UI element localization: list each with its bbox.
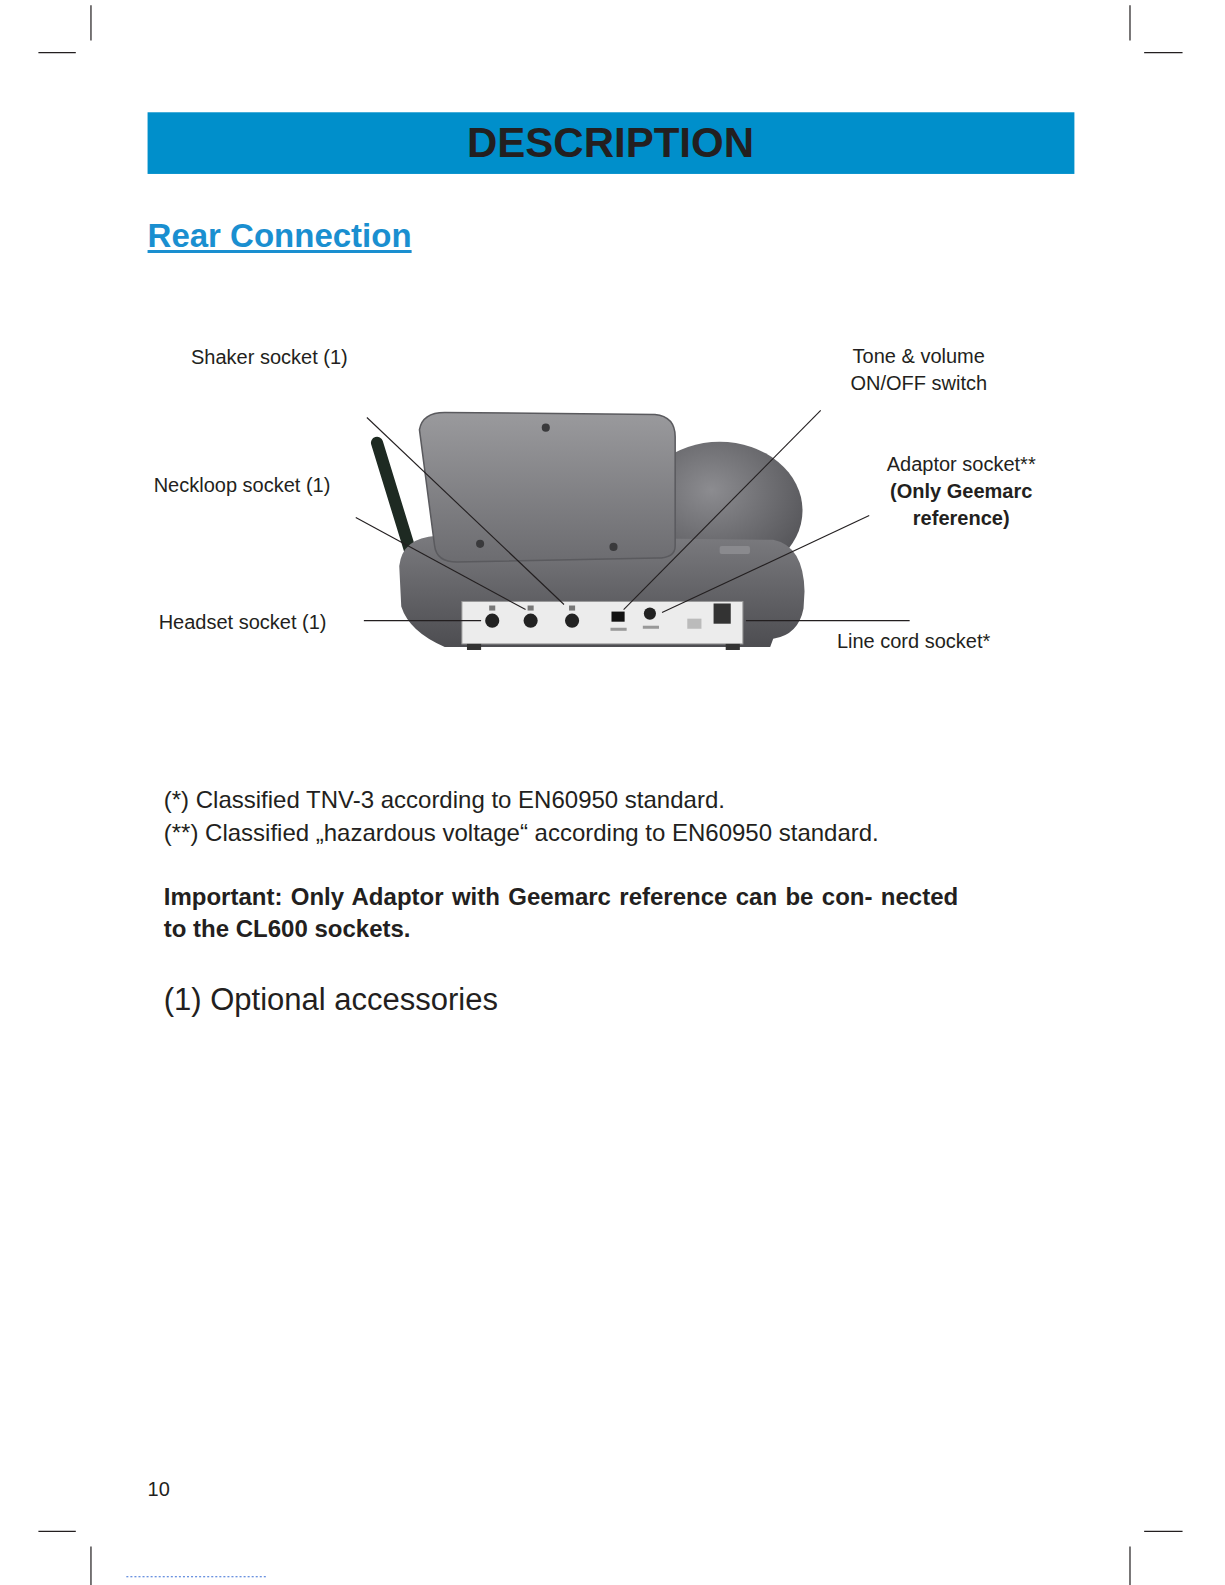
crop-marks — [38, 5, 1182, 1585]
callout-label: Adaptor socket** — [887, 452, 1036, 476]
accessories-note: (1) Optional accessories — [164, 981, 498, 1018]
page-number: 10 — [148, 1477, 170, 1501]
callout-note: (Only Geemarc reference) — [875, 478, 1047, 532]
title-band — [148, 112, 1075, 174]
callout-label: Headset socket (1) — [159, 610, 327, 634]
callout-label: Shaker socket (1) — [191, 345, 348, 369]
callout-label: Line cord socket* — [837, 629, 990, 653]
callout-label: Neckloop socket (1) — [154, 473, 331, 497]
footnote: (**) Classified „hazardous voltage“ acco… — [164, 819, 879, 848]
phone-illustration — [377, 412, 805, 650]
important-note: Important: Only Adaptor with Geemarc ref… — [164, 881, 958, 945]
section-heading: Rear Connection — [148, 216, 412, 256]
leader-lines — [356, 410, 910, 620]
footnote: (*) Classified TNV-3 according to EN6095… — [164, 786, 725, 815]
page-title: DESCRIPTION — [467, 118, 754, 168]
dotted-rule — [126, 1576, 268, 1577]
callout-label: Tone & volume ON/OFF switch — [830, 343, 1007, 397]
